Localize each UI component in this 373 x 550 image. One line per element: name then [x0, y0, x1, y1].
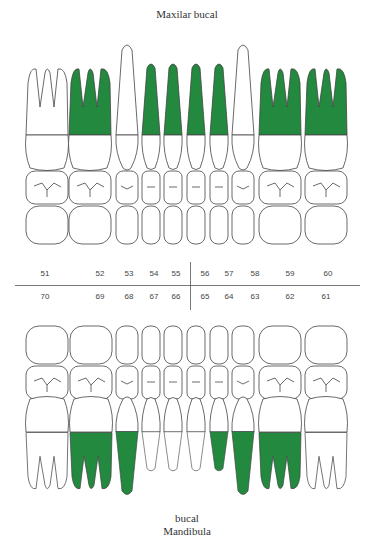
- tooth-number: 62: [280, 292, 300, 302]
- quadrant-lines: [15, 262, 360, 310]
- tooth-number: 65: [195, 292, 215, 302]
- tooth-number: 69: [90, 292, 110, 302]
- tooth-number: 54: [144, 269, 164, 279]
- tooth-number: 61: [316, 292, 336, 302]
- tooth-number: 59: [280, 269, 300, 279]
- tooth-number: 58: [245, 269, 265, 279]
- tooth-number: 56: [195, 269, 215, 279]
- tooth-number: 66: [166, 292, 186, 302]
- tooth-number: 57: [219, 269, 239, 279]
- tooth-number: 68: [119, 292, 139, 302]
- tooth-number: 67: [144, 292, 164, 302]
- tooth-number: 51: [35, 269, 55, 279]
- jaw-label: Maxilar bucal: [152, 8, 222, 21]
- tooth-number: 63: [245, 292, 265, 302]
- tooth-number: 53: [119, 269, 139, 279]
- tooth-number: 52: [90, 269, 110, 279]
- jaw-label: bucal Mandibula: [152, 512, 222, 538]
- tooth-number: 55: [166, 269, 186, 279]
- tooth-number: 64: [219, 292, 239, 302]
- tooth-number: 70: [35, 292, 55, 302]
- tooth-number: 60: [318, 269, 338, 279]
